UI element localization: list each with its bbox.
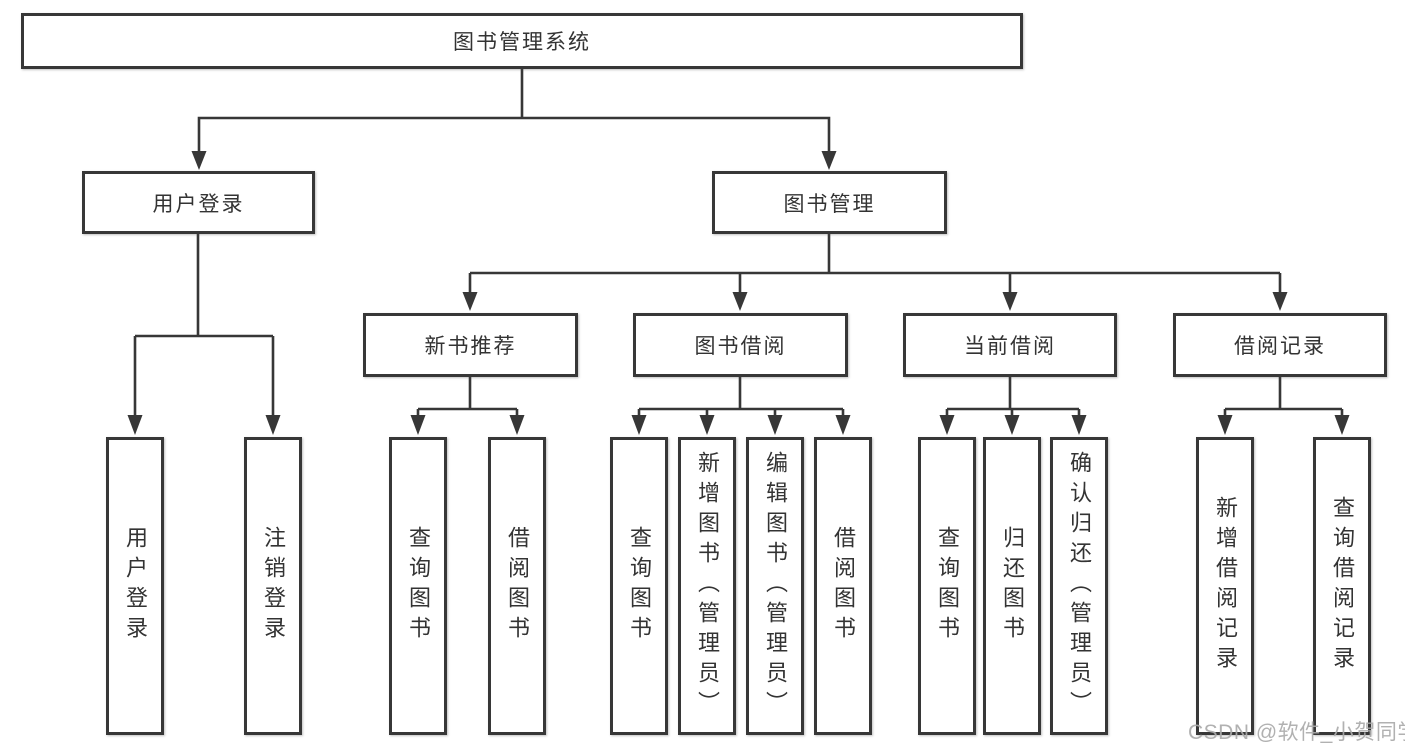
arrow-down-icon	[835, 415, 851, 435]
leaf-add-books-admin: 新增图书（管理员）	[678, 437, 736, 735]
node-label: 新增图书（管理员）	[695, 451, 720, 721]
node-label: 用户登录	[152, 192, 245, 216]
arrow-down-icon	[1334, 415, 1350, 435]
arrow-down-icon	[191, 151, 207, 170]
leaf-edit-books-admin: 编辑图书（管理员）	[746, 437, 804, 735]
leaf-query-borrow-record: 查询借阅记录	[1313, 437, 1371, 735]
arrow-down-icon	[410, 415, 426, 435]
arrow-down-icon	[265, 415, 281, 435]
node-label: 用户登录	[123, 526, 148, 646]
node-book-management: 图书管理	[712, 171, 947, 234]
arrow-down-icon	[631, 415, 647, 435]
leaf-query-books-current: 查询图书	[918, 437, 976, 735]
csdn-watermark: CSDN @软件_小贺同学	[1188, 721, 1405, 744]
node-label: 确认归还（管理员）	[1067, 451, 1092, 721]
leaf-query-books-borrowing: 查询图书	[610, 437, 668, 735]
node-label: 查询图书	[935, 526, 960, 646]
arrow-down-icon	[699, 415, 715, 435]
arrow-down-icon	[1004, 415, 1020, 435]
arrow-down-icon	[1071, 415, 1087, 435]
node-label: 借阅图书	[831, 526, 856, 646]
node-label: 当前借阅	[964, 335, 1056, 358]
node-label: 图书管理系统	[453, 31, 591, 54]
leaf-borrow-books: 借阅图书	[814, 437, 872, 735]
node-label: 归还图书	[1000, 526, 1025, 646]
node-user-login-branch: 用户登录	[82, 171, 315, 234]
node-label: 借阅记录	[1234, 335, 1326, 358]
node-label: 查询图书	[406, 526, 431, 646]
node-current-borrowing: 当前借阅	[903, 313, 1117, 377]
node-label: 图书借阅	[694, 335, 787, 358]
arrow-down-icon	[1217, 415, 1233, 435]
node-label: 注销登录	[261, 526, 286, 646]
arrow-down-icon	[509, 415, 525, 435]
arrow-down-icon	[462, 292, 478, 311]
leaf-return-books: 归还图书	[983, 437, 1041, 735]
leaf-confirm-return-admin: 确认归还（管理员）	[1050, 437, 1108, 735]
arrow-down-icon	[821, 151, 837, 170]
node-label: 新增借阅记录	[1213, 496, 1238, 676]
leaf-logout: 注销登录	[244, 437, 302, 735]
arrow-down-icon	[732, 292, 748, 311]
node-label: 查询借阅记录	[1330, 496, 1355, 676]
leaf-borrow-books-recommend: 借阅图书	[488, 437, 546, 735]
node-label: 编辑图书（管理员）	[763, 451, 788, 721]
node-new-book-recommend: 新书推荐	[363, 313, 578, 377]
arrow-down-icon	[1272, 292, 1288, 311]
node-borrowing-records: 借阅记录	[1173, 313, 1387, 377]
leaf-user-login: 用户登录	[106, 437, 164, 735]
arrow-down-icon	[767, 415, 783, 435]
leaf-query-books-recommend: 查询图书	[389, 437, 447, 735]
node-label: 查询图书	[627, 526, 652, 646]
node-label: 新书推荐	[424, 335, 517, 358]
node-book-borrowing: 图书借阅	[633, 313, 848, 377]
node-label: 借阅图书	[505, 526, 530, 646]
arrow-down-icon	[127, 415, 143, 435]
leaf-add-borrow-record: 新增借阅记录	[1196, 437, 1254, 735]
node-label: 图书管理	[783, 192, 876, 216]
node-root: 图书管理系统	[21, 13, 1023, 69]
arrow-down-icon	[1002, 292, 1018, 311]
arrow-down-icon	[939, 415, 955, 435]
